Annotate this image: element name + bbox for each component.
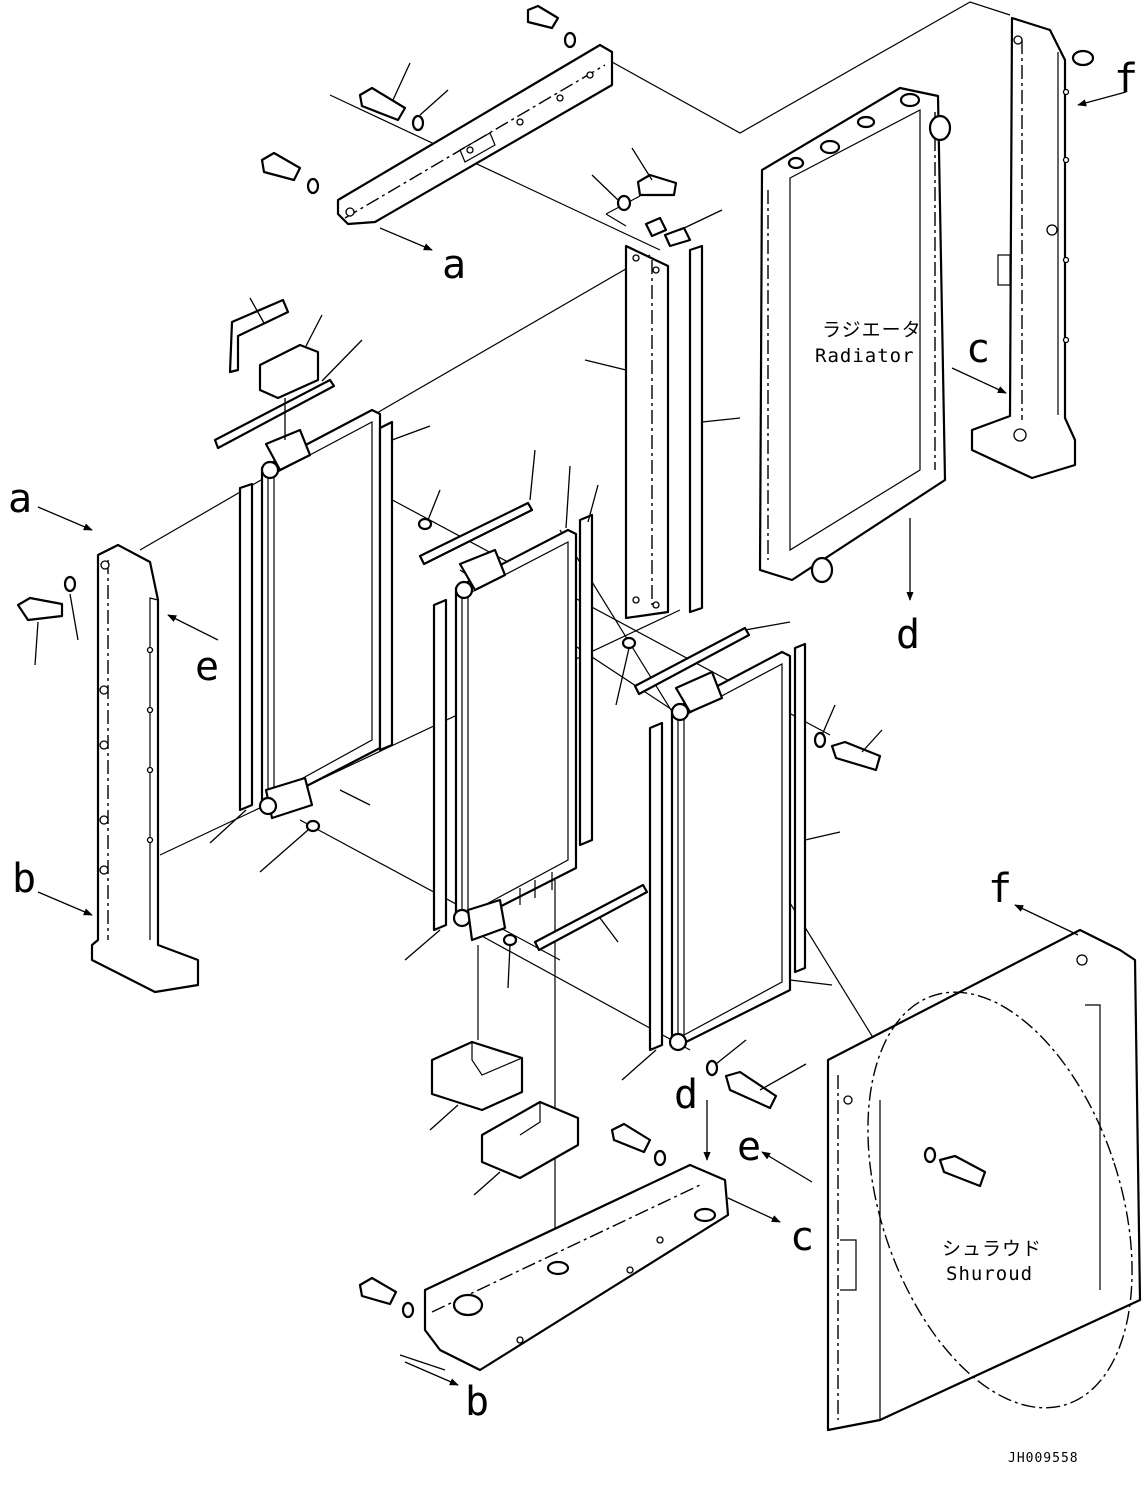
ref-label-b-bottom: b xyxy=(465,1379,489,1425)
o-ring-center-bottom xyxy=(502,933,518,989)
shroud-label-en: Shuroud xyxy=(946,1263,1033,1285)
cooler-core-center xyxy=(452,528,578,942)
leader-right-core-bottom xyxy=(789,979,833,986)
ref-label-f-top: f xyxy=(1114,56,1138,102)
bracket-bolt-lower xyxy=(260,151,320,195)
arrow-f-top xyxy=(1077,91,1127,107)
seal-bar-center-inner xyxy=(578,484,599,847)
arrow-b-bottom xyxy=(404,1361,459,1386)
ref-label-c-bottom: c xyxy=(790,1214,814,1260)
seal-bar-right-inner xyxy=(793,642,841,974)
bracket-bolt-top xyxy=(526,4,577,49)
right-core-bolt-lower xyxy=(705,1039,807,1110)
right-side-post xyxy=(970,16,1095,480)
ref-label-d-bottom: d xyxy=(674,1072,698,1118)
seal-bar-right-outer xyxy=(621,721,664,1081)
ref-label-d-top: d xyxy=(896,612,920,658)
arrow-e-bottom xyxy=(761,1151,813,1183)
lower-bracket-bolt-right xyxy=(610,1122,667,1167)
radiator-label-en: Radiator xyxy=(815,345,915,367)
ref-label-e-bottom: e xyxy=(737,1124,761,1170)
arrow-b-left xyxy=(37,891,93,916)
arrow-a-top xyxy=(379,227,433,251)
o-ring-left xyxy=(259,819,321,873)
ref-label-a-top: a xyxy=(442,242,466,288)
fan-shroud: シュラウド Shuroud xyxy=(826,928,1142,1432)
left-side-post xyxy=(90,543,200,994)
ref-label-f-bottom: f xyxy=(988,866,1012,912)
ref-label-e-left: e xyxy=(195,644,219,690)
ref-label-a-left: a xyxy=(8,476,32,522)
arrow-c-bottom xyxy=(727,1197,781,1223)
left-post-bolt xyxy=(16,575,79,666)
seal-bar-center-top xyxy=(418,449,536,566)
seal-bar-left-top xyxy=(213,339,363,450)
lower-bracket-bolt-left xyxy=(358,1276,415,1319)
shroud-bolt xyxy=(923,1146,987,1188)
right-core-bolt-upper xyxy=(813,704,883,772)
ref-label-b-left: b xyxy=(12,856,36,902)
arrow-e-left xyxy=(167,614,219,641)
baffle-seal-bar xyxy=(688,244,741,614)
cooler-core-right xyxy=(668,650,792,1052)
seal-bar-left-inner xyxy=(378,420,431,752)
bracket-bolt-middle xyxy=(358,62,449,132)
rubber-mount-block-2 xyxy=(473,1100,580,1196)
arrow-c-right xyxy=(951,367,1007,394)
upper-mounting-bracket xyxy=(336,43,614,226)
cooler-core-left xyxy=(258,408,382,820)
radiator: ラジエータ Radiator xyxy=(758,86,952,584)
drawing-code: JH009558 xyxy=(1008,1451,1079,1466)
top-clamp-left xyxy=(228,297,323,440)
baffle-plate xyxy=(584,244,670,620)
baffle-bolt xyxy=(591,147,678,212)
radiator-label-jp: ラジエータ xyxy=(822,319,922,341)
seal-bar-center-outer xyxy=(404,598,448,961)
o-ring-mid-top xyxy=(417,489,441,531)
rubber-mount-block-1 xyxy=(429,1040,524,1131)
arrow-f-bottom xyxy=(1014,904,1079,936)
o-ring-right-top xyxy=(615,636,637,706)
lower-mounting-bracket xyxy=(423,1163,730,1372)
seal-bar-right-top xyxy=(633,621,791,696)
leader-center-core-top xyxy=(565,465,571,529)
small-spacer-blocks xyxy=(605,195,723,248)
seal-bar-left-outer xyxy=(209,482,254,844)
leader-left-core-bottom xyxy=(339,789,371,806)
seal-bar-lower-diagonal xyxy=(533,883,649,952)
arrow-a-left xyxy=(37,506,93,531)
ref-label-c-right: c xyxy=(966,326,990,372)
shroud-label-jp: シュラウド xyxy=(942,1238,1042,1260)
